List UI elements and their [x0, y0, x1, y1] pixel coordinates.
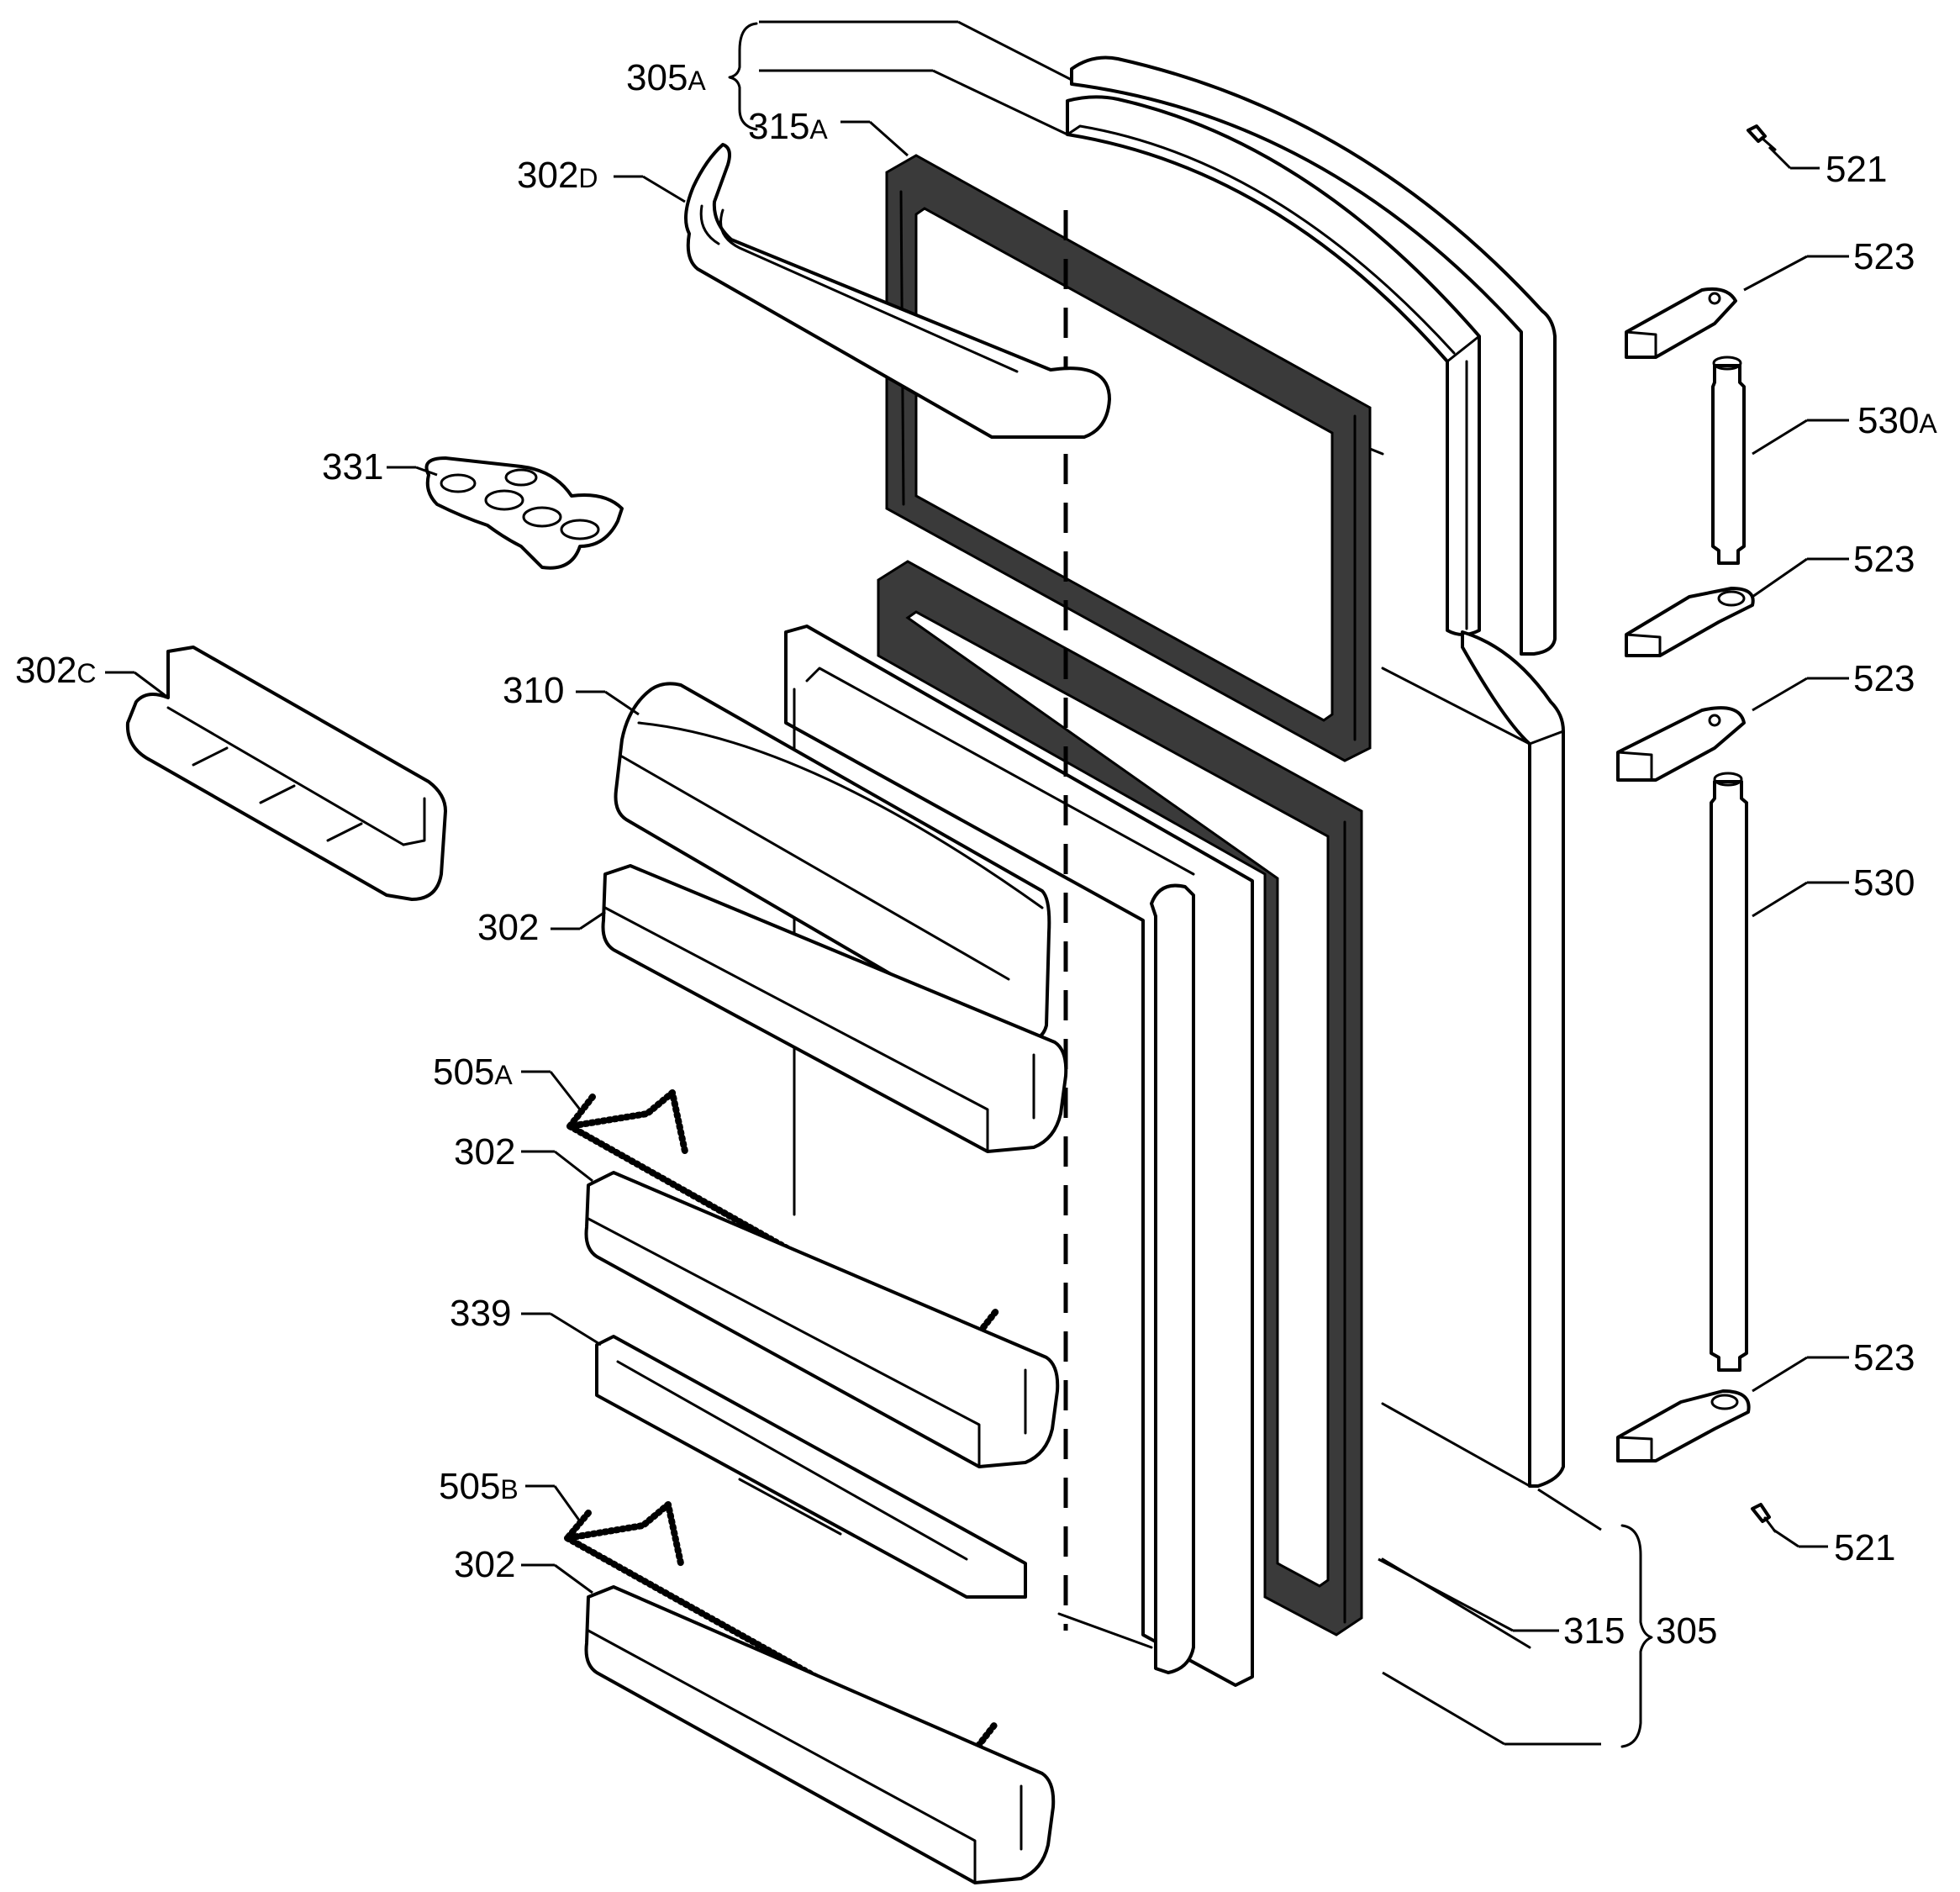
bracket-305 — [1382, 1488, 1653, 1748]
butter-panel — [595, 1335, 1027, 1599]
callout-523-1: 523 — [1853, 236, 1915, 277]
egg-tray — [424, 456, 624, 570]
fresh-food-door — [1381, 630, 1565, 1649]
callout-315: 315 — [1563, 1610, 1625, 1652]
hinge-pin-530 — [1710, 772, 1748, 1372]
door-shelf-middle — [584, 1171, 1060, 1468]
callout-302D: 302D — [517, 155, 598, 196]
callout-505A: 505A — [433, 1051, 513, 1093]
door-shelf-upper — [601, 864, 1068, 1153]
leader-lines — [105, 120, 1849, 1632]
door-shelf-lower — [584, 1585, 1056, 1884]
hinge-plate-523-1 — [1625, 287, 1737, 359]
hinge-plate-523-4 — [1616, 1389, 1751, 1462]
callout-302C: 302C — [15, 650, 97, 691]
callout-523-3: 523 — [1853, 658, 1915, 699]
callout-302-lower: 302 — [454, 1544, 515, 1585]
freezer-gasket — [885, 154, 1372, 762]
freezer-door-shelf — [684, 143, 1111, 439]
hinge-plate-523-3 — [1616, 706, 1746, 782]
callout-523-4: 523 — [1853, 1337, 1915, 1378]
hinge-screw-bottom — [1751, 1503, 1777, 1533]
callout-305: 305 — [1656, 1610, 1717, 1652]
hinge-pin-530A — [1711, 356, 1746, 565]
dairy-compartment-door — [614, 682, 1051, 1044]
side-bottle-shelf — [125, 646, 447, 901]
callout-315A: 315A — [748, 106, 828, 147]
callout-305A: 305A — [626, 57, 706, 98]
callout-530A: 530A — [1857, 400, 1937, 441]
callout-521-bottom: 521 — [1834, 1527, 1895, 1568]
callout-521-top: 521 — [1826, 149, 1887, 190]
fresh-food-gasket — [877, 560, 1363, 1636]
callout-302-upper: 302 — [477, 907, 539, 948]
callout-302-middle: 302 — [454, 1131, 515, 1173]
hinge-screw-top — [1747, 124, 1777, 151]
callout-labels: 305A 315A 302D 331 302C 310 302 505A 302… — [15, 57, 1937, 1652]
callout-310: 310 — [503, 670, 564, 711]
callout-505B: 505B — [439, 1466, 519, 1507]
callout-523-2: 523 — [1853, 539, 1915, 580]
bracket-305A — [728, 20, 1072, 136]
callout-530: 530 — [1853, 862, 1915, 904]
door-liner-frame — [784, 625, 1254, 1687]
hinge-plate-523-2 — [1625, 587, 1755, 657]
callout-339: 339 — [450, 1293, 511, 1334]
callout-331: 331 — [322, 446, 383, 487]
